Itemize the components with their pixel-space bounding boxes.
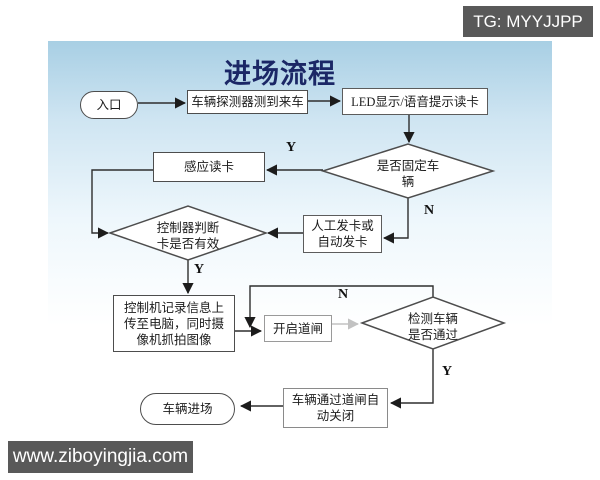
tg-watermark-badge: TG: MYYJJPP [463, 6, 593, 37]
node-entry-terminator: 入口 [80, 91, 138, 119]
node-record-upload: 控制机记录信息上传至电脑，同时摄像机抓拍图像 [113, 295, 235, 352]
page-title: 进场流程 [224, 59, 336, 89]
branch-label-fixed-no: N [424, 203, 435, 218]
branch-label-pass-no: N [338, 287, 349, 302]
edge-sense-validcheck [91, 169, 153, 239]
node-entry-label: 入口 [96, 98, 122, 112]
node-issue-card: 人工发卡或自动发卡 [303, 215, 382, 253]
edge-fixedcheck-issue-N [382, 198, 409, 244]
website-watermark-badge: www.ziboyingjia.com [8, 441, 193, 473]
node-vehicle-enter-terminator: 车辆进场 [140, 393, 235, 425]
edge-passcheck-opengate-N [244, 285, 434, 329]
edge-passcheck-close-Y [389, 349, 434, 409]
node-vehicle-enter-label: 车辆进场 [162, 402, 213, 416]
website-watermark-text: www.ziboyingjia.com [12, 446, 189, 467]
branch-label-pass-yes: Y [442, 364, 453, 379]
branch-label-valid-yes: Y [194, 262, 205, 277]
diamond-card-valid-check [107, 205, 269, 261]
tg-watermark-text: TG: MYYJJPP [473, 11, 583, 31]
node-open-gate-label: 开启道闸 [272, 321, 323, 336]
node-vehicle-detector: 车辆探测器测到来车 [187, 90, 308, 114]
node-open-gate: 开启道闸 [264, 315, 332, 342]
node-sense-read-card: 感应读卡 [153, 152, 265, 182]
node-record-upload-label: 控制机记录信息上传至电脑，同时摄像机抓拍图像 [123, 300, 224, 347]
node-vehicle-detector-label: 车辆探测器测到来车 [191, 95, 304, 109]
diamond-fixed-vehicle-check [320, 143, 496, 199]
diamond-card-valid-check-label: 控制器判断卡是否有效 [156, 221, 220, 251]
node-sense-read-card-label: 感应读卡 [183, 160, 234, 174]
node-led-voice-prompt: LED显示/语音提示读卡 [342, 88, 488, 115]
node-issue-card-label: 人工发卡或自动发卡 [311, 219, 374, 249]
diamond-pass-check [359, 296, 507, 350]
diamond-fixed-vehicle-check-label: 是否固定车辆 [376, 159, 440, 189]
diamond-pass-check-label: 检测车辆是否通过 [407, 312, 458, 342]
node-led-voice-prompt-label: LED显示/语音提示读卡 [351, 94, 479, 109]
node-auto-close-gate: 车辆通过道闸自动关闭 [283, 388, 388, 428]
node-auto-close-gate-label: 车辆通过道闸自动关闭 [291, 393, 380, 423]
branch-label-fixed-yes: Y [286, 140, 297, 155]
